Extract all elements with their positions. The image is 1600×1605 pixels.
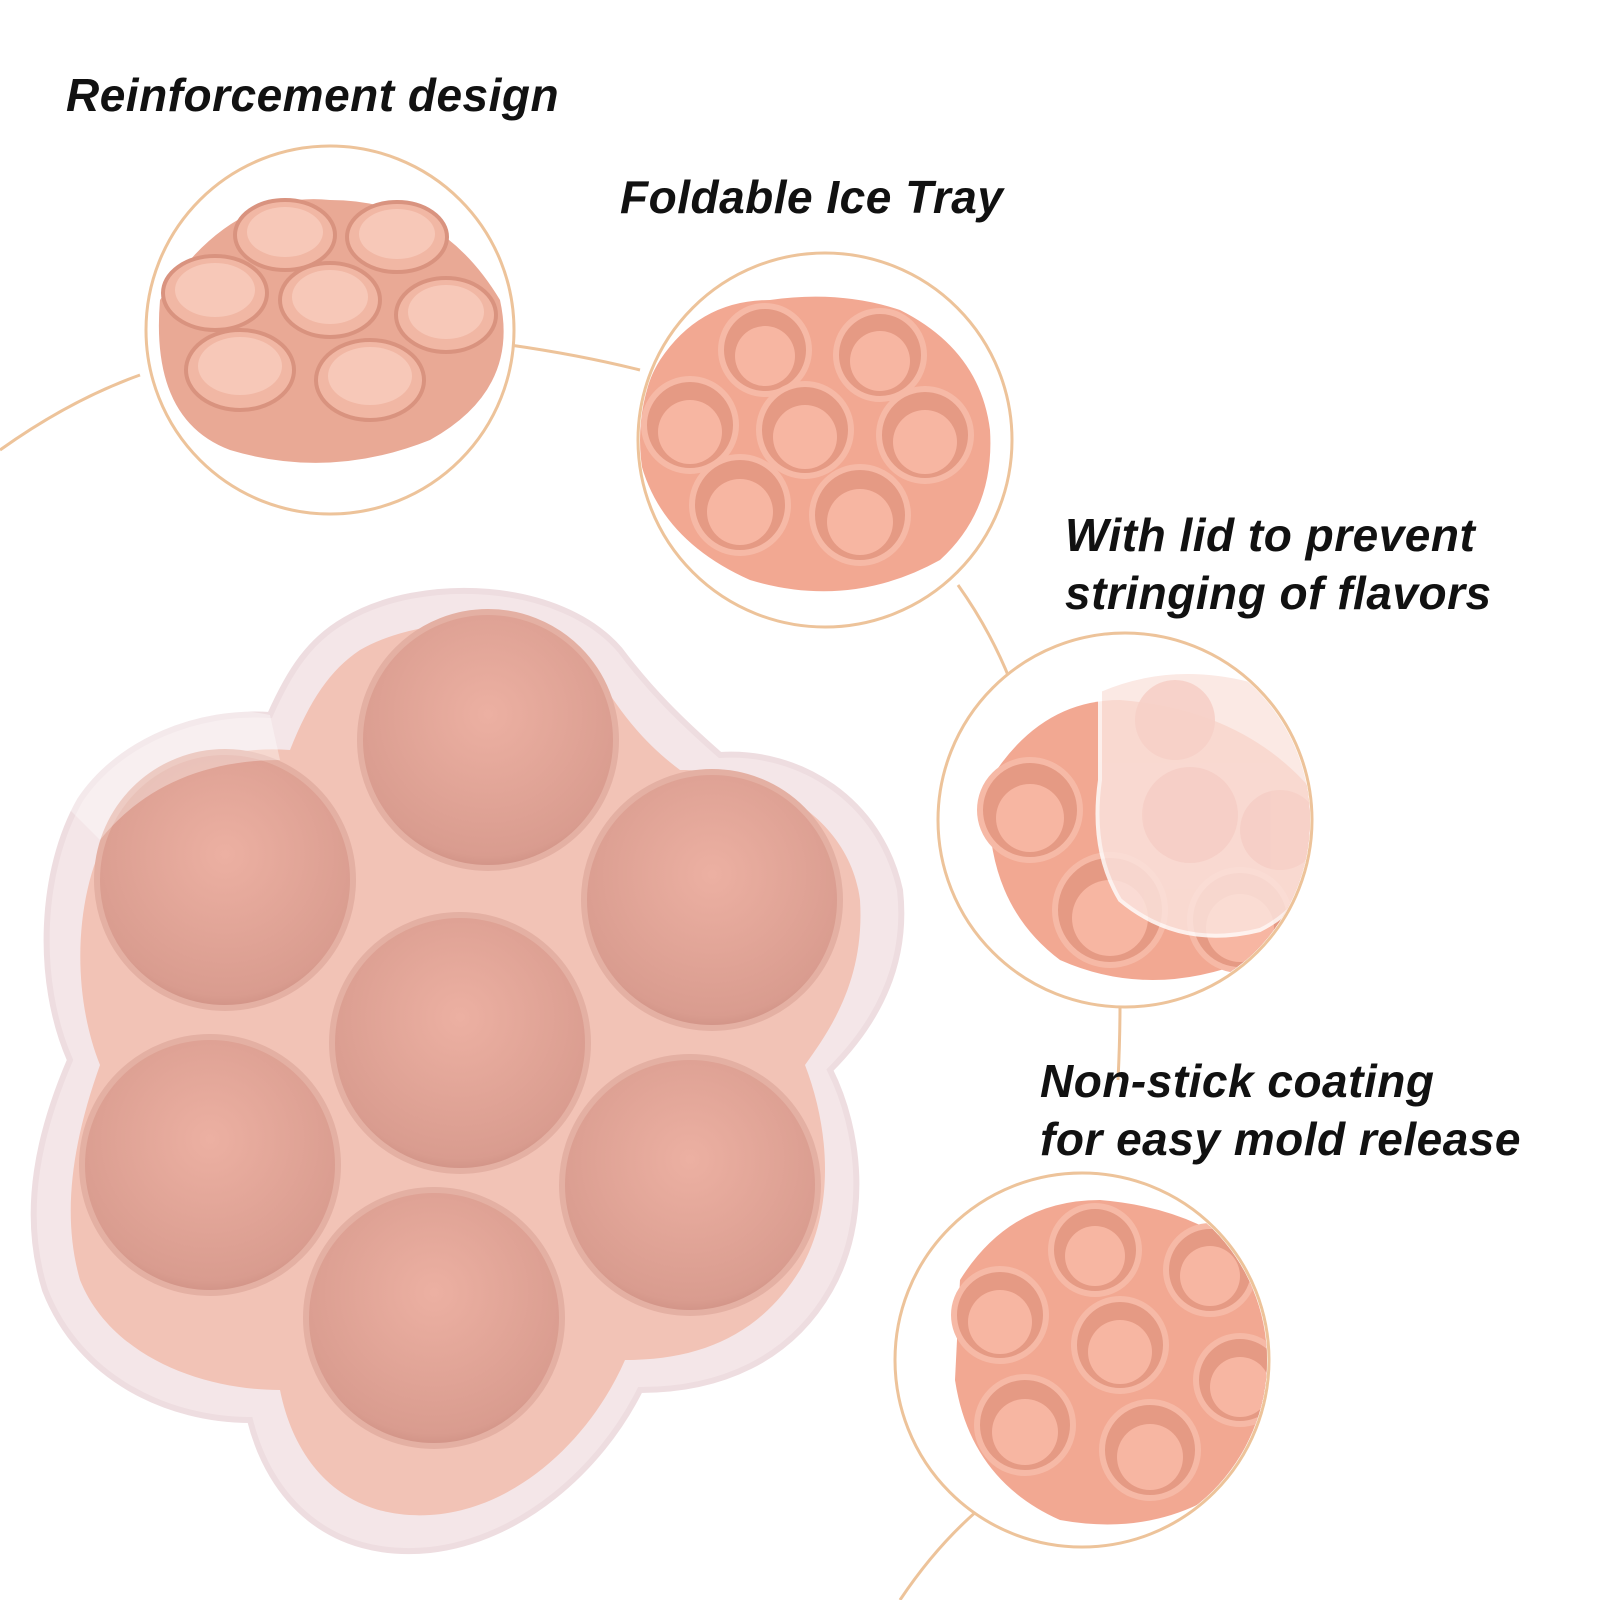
connector-arc-left xyxy=(0,373,141,452)
caption-lid-line-2: stringing of flavors xyxy=(1065,567,1492,619)
caption-nonstick: Non-stick coating for easy mold release xyxy=(1040,1052,1521,1168)
cell-1 xyxy=(357,609,619,871)
connector-arc-right-1 xyxy=(956,584,1012,681)
cell-2 xyxy=(94,749,356,1011)
reinforcement-photo xyxy=(144,144,516,516)
main-tray-with-lid xyxy=(30,587,905,1555)
caption-lid-line-1: With lid to prevent xyxy=(1065,509,1476,561)
cell-4 xyxy=(329,912,591,1174)
connector-lines xyxy=(0,343,1122,1601)
caption-foldable: Foldable Ice Tray xyxy=(620,168,1003,226)
connector-arc-right-2 xyxy=(1116,1004,1122,1081)
cell-6 xyxy=(559,1054,821,1316)
cell-3 xyxy=(581,769,843,1031)
caption-nonstick-line-1: Non-stick coating xyxy=(1040,1055,1435,1107)
caption-lid: With lid to prevent stringing of flavors xyxy=(1065,506,1492,622)
caption-nonstick-line-2: for easy mold release xyxy=(1040,1113,1521,1165)
cell-7 xyxy=(303,1187,565,1449)
tray-with-lid-photo xyxy=(936,631,1314,1009)
caption-reinforcement: Reinforcement design xyxy=(66,66,559,124)
lid-sheen xyxy=(60,710,280,840)
connector-arc-top xyxy=(509,343,641,372)
caption-reinforcement-text: Reinforcement design xyxy=(66,69,560,121)
foldable-tray-photo xyxy=(636,251,1014,629)
nonstick-tray-photo xyxy=(893,1171,1271,1549)
tray-cells xyxy=(79,609,843,1449)
caption-foldable-text: Foldable Ice Tray xyxy=(620,171,1004,223)
cell-5 xyxy=(79,1034,341,1296)
